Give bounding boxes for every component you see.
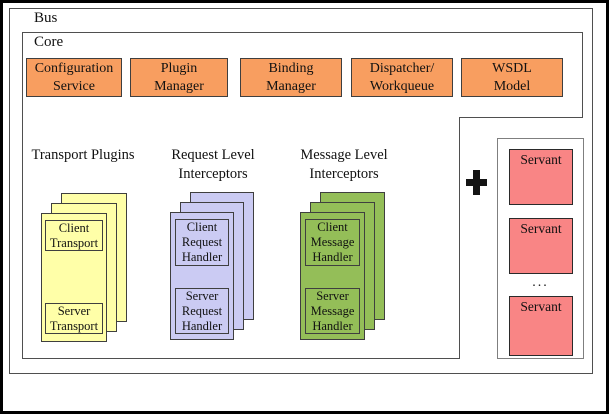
stack-card-front: Client Message Handler Server Message Ha… — [300, 212, 365, 340]
service-label-line: Configuration — [34, 60, 114, 76]
header-line: Interceptors — [309, 165, 379, 182]
header-line: Message Level — [300, 147, 388, 163]
server-message-handler-box: Server Message Handler — [305, 288, 360, 334]
transport-plugins-header: Transport Plugins — [16, 146, 150, 165]
inner-box-line: Server — [57, 303, 91, 318]
request-interceptors-stack: Client Request Handler Server Request Ha… — [170, 192, 254, 340]
service-label-line: Dispatcher/ — [369, 60, 435, 76]
service-label-line: Workqueue — [369, 78, 435, 94]
stack-card-front: Client Request Handler Server Request Ha… — [170, 212, 234, 340]
service-box-plugin-manager: Plugin Manager — [130, 58, 228, 97]
stack-card-front: Client Transport Server Transport — [41, 213, 107, 342]
service-box-dispatcher-workqueue: Dispatcher/ Workqueue — [351, 58, 453, 97]
plus-icon-horizontal-bar — [466, 179, 487, 186]
bus-label: Bus — [34, 10, 58, 26]
service-box-configuration-service: Configuration Service — [26, 58, 122, 97]
servant-label: Servant — [520, 152, 562, 167]
inner-box-line: Handler — [181, 318, 223, 333]
transport-plugins-stack: Client Transport Server Transport — [41, 193, 127, 342]
service-box-binding-manager: Binding Manager — [240, 58, 342, 97]
inner-box-line: Handler — [312, 318, 353, 333]
bus-box — [9, 8, 593, 374]
servant-panel: Servant Servant ... Servant — [497, 138, 584, 359]
core-label: Core — [34, 34, 64, 50]
service-label-line: Manager — [266, 78, 316, 94]
servant-box: Servant — [509, 149, 573, 205]
service-label-line: Manager — [154, 78, 204, 94]
service-label-line: Service — [53, 78, 95, 94]
client-request-handler-box: Client Request Handler — [175, 219, 229, 266]
inner-box-line: Request — [181, 303, 223, 318]
service-label-line: Plugin — [160, 60, 198, 76]
request-level-interceptors-header: Request Level Interceptors — [146, 146, 280, 183]
inner-box-line: Client — [58, 220, 90, 235]
servant-box: Servant — [509, 296, 573, 356]
service-label-line: Binding — [268, 60, 314, 76]
servant-box: Servant — [509, 218, 573, 274]
inner-box-line: Transport — [49, 235, 99, 250]
inner-box-line: Server — [316, 288, 349, 303]
message-interceptors-stack: Client Message Handler Server Message Ha… — [300, 192, 385, 340]
servant-ellipsis: ... — [532, 275, 549, 290]
service-label-line: WSDL — [492, 60, 532, 76]
plus-icon — [466, 170, 487, 195]
inner-box-line: Client — [317, 220, 348, 234]
service-label-line: Model — [493, 78, 531, 94]
header-line: Request Level — [171, 147, 255, 163]
inner-box-line: Message — [310, 303, 355, 318]
inner-box-line: Transport — [49, 318, 99, 333]
message-level-interceptors-header: Message Level Interceptors — [277, 146, 411, 183]
inner-box-line: Server — [185, 288, 219, 303]
server-transport-box: Server Transport — [45, 303, 103, 334]
inner-box-line: Message — [310, 235, 355, 249]
client-transport-box: Client Transport — [45, 220, 103, 251]
server-request-handler-box: Server Request Handler — [175, 288, 229, 334]
inner-box-line: Request — [181, 235, 223, 249]
inner-box-line: Handler — [312, 250, 353, 264]
header-line: Transport Plugins — [31, 147, 135, 163]
header-line: Interceptors — [178, 165, 248, 182]
service-box-wsdl-model: WSDL Model — [461, 58, 563, 97]
servant-label: Servant — [520, 221, 562, 236]
client-message-handler-box: Client Message Handler — [305, 219, 360, 266]
servant-label: Servant — [520, 299, 562, 314]
inner-box-line: Client — [186, 220, 218, 234]
inner-box-line: Handler — [181, 250, 223, 264]
